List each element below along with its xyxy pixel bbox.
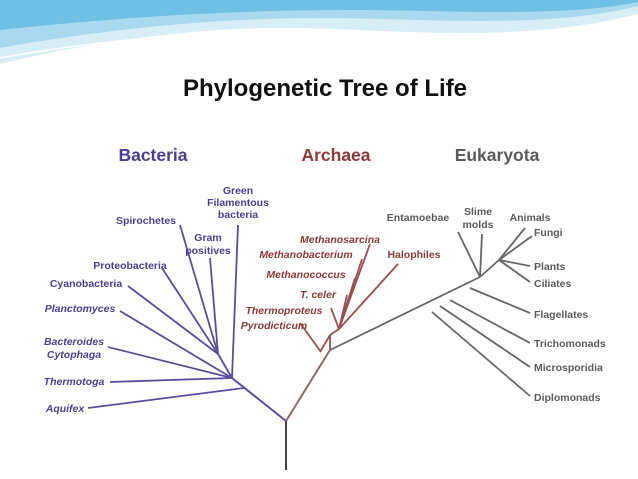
branch-pyrodicticum-node: [319, 334, 331, 353]
archaea-labels: Methanosarcina Methanobacterium Halophil…: [241, 234, 441, 332]
branch-animals: [498, 227, 526, 261]
branch-entamoebae: [457, 231, 481, 278]
leaf-gram-positives-line2: positives: [185, 245, 231, 257]
branch-diplomonads: [431, 311, 531, 397]
leaf-microsporidia: Microsporidia: [534, 362, 603, 374]
leaf-trichomonads: Trichomonads: [534, 338, 606, 350]
branch-thermotoga: [109, 377, 233, 383]
archaea-eukaryota-stem: [285, 349, 331, 422]
archaea-branches: [299, 243, 399, 353]
bacteria-branches: [87, 224, 245, 409]
header-wave-highlight: [0, 19, 638, 59]
branch-flagellates: [469, 287, 531, 314]
branch-node-upper: [217, 353, 233, 379]
eukaryota-branches: [329, 227, 533, 397]
leaf-plants: Plants: [534, 261, 566, 273]
branch-fungi: [498, 235, 533, 261]
leaf-green-filamentous-line2: Filamentous: [207, 197, 269, 209]
branch-green-filamentous: [231, 224, 239, 379]
leaf-thermotoga: Thermotoga: [44, 376, 105, 388]
domain-label-archaea: Archaea: [301, 145, 370, 165]
bacteria-labels: Green Filamentous bacteria Spirochetes G…: [44, 185, 269, 415]
leaf-thermoproteus: Thermoproteus: [245, 305, 322, 317]
leaf-t-celer: T. celer: [300, 289, 337, 301]
leaf-methanosarcina: Methanosarcina: [300, 234, 380, 246]
branch-gram-positives: [209, 257, 219, 355]
leaf-spirochetes: Spirochetes: [116, 215, 176, 227]
header-wave-front: [0, 0, 638, 30]
branch-aquifex: [87, 387, 245, 409]
leaf-flagellates: Flagellates: [534, 309, 588, 321]
leaf-bacteroides-line2: Cytophaga: [47, 349, 101, 361]
branch-crown-node: [479, 259, 500, 278]
branch-proteobacteria: [161, 267, 219, 355]
branch-node-upper-archaea: [329, 328, 340, 336]
branch-methanosarcina: [338, 243, 371, 330]
branch-slime-molds: [479, 233, 483, 278]
leaf-diplomonads: Diplomonads: [534, 392, 601, 404]
leaf-slime-molds-line2: molds: [463, 219, 494, 231]
domain-label-bacteria: Bacteria: [118, 145, 187, 165]
page-title: Phylogenetic Tree of Life: [183, 75, 467, 102]
leaf-green-filamentous-line1: Green: [223, 185, 253, 197]
leaf-methanococcus: Methanococcus: [266, 269, 346, 281]
eukaryota-labels: Entamoebae Slime molds Animals Fungi Pla…: [387, 206, 606, 404]
bacteria-stem: [231, 377, 287, 422]
branch-pyrodicticum: [299, 322, 322, 353]
leaf-aquifex: Aquifex: [45, 403, 86, 415]
domain-label-eukaryota: Eukaryota: [455, 145, 540, 165]
branch-planctomyces: [119, 310, 233, 379]
leaf-ciliates: Ciliates: [534, 278, 572, 290]
branch-thermoproteus: [330, 307, 340, 330]
leaf-halophiles: Halophiles: [387, 249, 440, 261]
leaf-planctomyces: Planctomyces: [45, 303, 116, 315]
branch-spirochetes: [179, 224, 219, 355]
branch-ciliates: [498, 259, 531, 283]
branch-trichomonads: [449, 299, 531, 344]
branch-plants: [498, 259, 531, 267]
branch-halophiles: [338, 263, 399, 330]
branch-bacteroides: [107, 346, 233, 379]
leaf-gram-positives-line1: Gram: [194, 232, 221, 244]
leaf-methanobacterium: Methanobacterium: [259, 249, 352, 261]
leaf-animals: Animals: [510, 212, 551, 224]
leaf-green-filamentous-line3: bacteria: [218, 209, 258, 221]
leaf-bacteroides-line1: Bacteroides: [44, 336, 104, 348]
eukaryota-stem: [329, 276, 481, 351]
leaf-pyrodicticum: Pyrodicticum: [241, 320, 308, 332]
branch-microsporidia: [439, 305, 531, 368]
leaf-cyanobacteria: Cyanobacteria: [50, 278, 123, 290]
branch-cyanobacteria: [127, 285, 219, 355]
leaf-proteobacteria: Proteobacteria: [93, 260, 167, 272]
tree-trunk: [231, 349, 331, 470]
leaf-entamoebae: Entamoebae: [387, 212, 450, 224]
leaf-fungi: Fungi: [534, 227, 563, 239]
leaf-slime-molds-line1: Slime: [464, 206, 492, 218]
